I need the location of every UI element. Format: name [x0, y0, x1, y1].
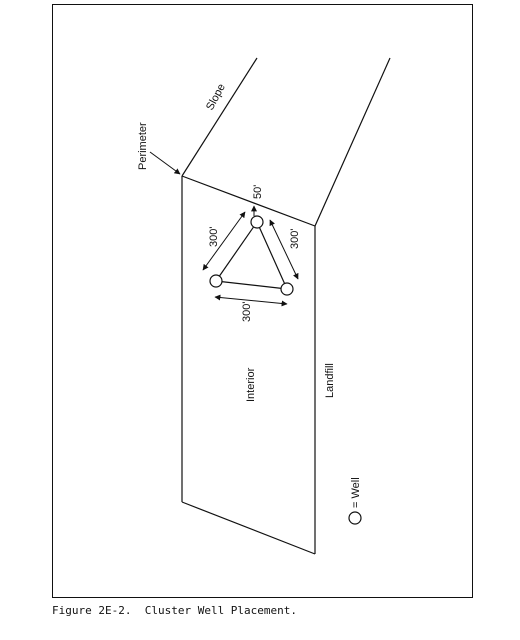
legend-well-label: = Well	[350, 477, 362, 508]
slope-edge-left	[181, 57, 258, 177]
arrow-300ft-bottom	[214, 294, 288, 307]
well-right	[280, 282, 294, 296]
label-50ft: 50'	[252, 185, 264, 199]
label-perimeter: Perimeter	[137, 122, 149, 170]
slope-edge-right	[314, 57, 391, 227]
arrow-300ft-left	[202, 211, 246, 271]
figure-frame	[52, 4, 473, 598]
bottom-edge	[181, 501, 316, 555]
label-300ft-left: 300'	[208, 227, 220, 247]
legend: = Well	[348, 477, 362, 525]
perimeter-edge	[181, 175, 316, 227]
label-300ft-right: 300'	[289, 229, 301, 249]
arrow-300ft-right	[269, 219, 299, 280]
perimeter-arrow	[149, 151, 181, 175]
well-top	[250, 215, 264, 229]
dimension-arrows	[202, 205, 299, 307]
well-triangle	[215, 221, 288, 290]
label-interior: Interior	[245, 367, 257, 402]
label-landfill: Landfill	[324, 363, 336, 398]
well-left	[209, 274, 223, 288]
label-slope: Slope	[204, 82, 228, 112]
figure-caption: Figure 2E-2. Cluster Well Placement.	[52, 604, 298, 617]
legend-well-symbol	[348, 511, 362, 525]
label-300ft-bottom: 300'	[241, 302, 253, 322]
landfill-outline	[181, 57, 391, 555]
wells	[209, 215, 294, 296]
